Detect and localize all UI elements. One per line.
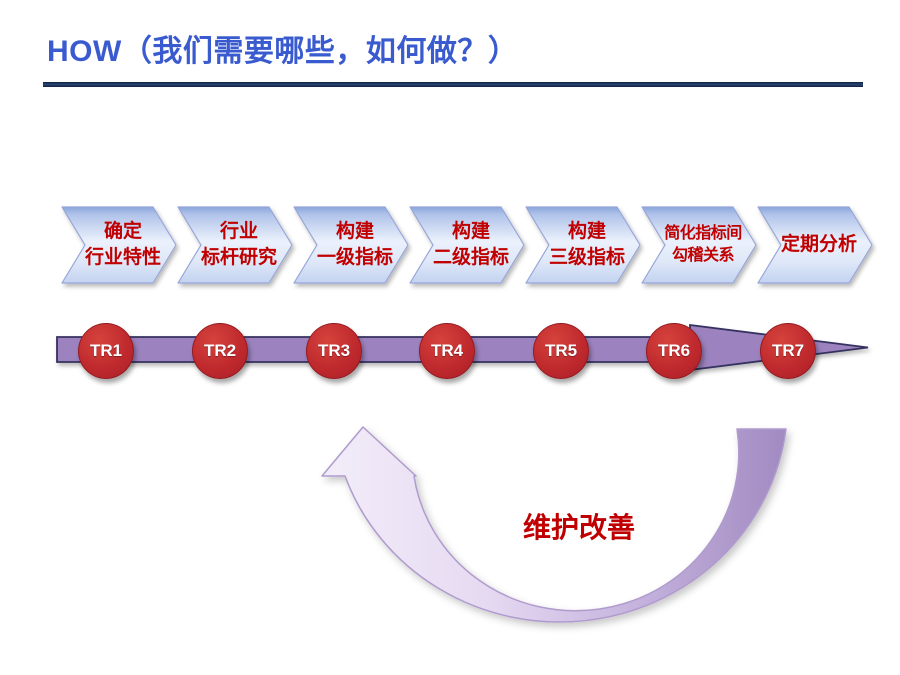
chevron-shape-2 [177, 206, 293, 284]
timeline-node-label: TR3 [317, 341, 351, 360]
chevron-shape-4 [409, 206, 525, 284]
step-text-line: 三级指标 [548, 247, 625, 268]
timeline-node-label: TR4 [430, 341, 464, 360]
timeline-node-label: TR6 [657, 341, 691, 360]
step-text-line: 简化指标间 [664, 225, 742, 243]
step-text-line: 二级指标 [432, 247, 509, 268]
step-text-line: 定期分析 [780, 234, 857, 256]
step-text-line: 一级指标 [316, 247, 393, 268]
chevron-shape-1 [61, 206, 177, 284]
timeline-node-label: TR5 [544, 341, 578, 360]
step-text-line: 行业 [219, 221, 258, 243]
chevron-row [61, 206, 873, 284]
process-step-label-1: 确定 行业特性 [62, 207, 176, 283]
chevron-shape-3 [293, 206, 409, 284]
step-text-line: 勾稽关系 [671, 247, 735, 264]
step-text-line: 构建 [335, 221, 374, 243]
step-text-line: 行业特性 [84, 247, 161, 268]
process-step-label-5: 构建 三级指标 [526, 207, 640, 283]
loop-arrow-label: 维护改善 [522, 512, 635, 543]
timeline-node-tr5: TR5 [533, 323, 589, 379]
timeline-node-tr2: TR2 [192, 323, 248, 379]
timeline-node-tr1: TR1 [78, 323, 134, 379]
step-text-line: 构建 [567, 221, 606, 243]
process-step-label-3: 构建 一级指标 [294, 207, 408, 283]
timeline-node-tr4: TR4 [419, 323, 475, 379]
timeline-node-label: TR7 [771, 341, 805, 360]
step-text-line: 构建 [451, 221, 490, 243]
slide-title: HOW（我们需要哪些，如何做？） [47, 35, 519, 68]
timeline-node-label: TR2 [203, 341, 237, 360]
process-step-label-2: 行业 标杆研究 [178, 207, 292, 283]
title-underline [43, 82, 863, 87]
process-step-label-7: 定期分析 [758, 207, 872, 283]
timeline-node-tr6: TR6 [646, 323, 702, 379]
timeline-node-tr7: TR7 [760, 323, 816, 379]
timeline-node-label: TR1 [89, 341, 123, 360]
chevron-shape-6 [641, 206, 757, 284]
chevron-shape-7 [757, 206, 873, 284]
step-text-line: 确定 [103, 221, 142, 243]
loop-arrow [321, 426, 787, 623]
chevron-shape-5 [525, 206, 641, 284]
timeline-node-tr3: TR3 [306, 323, 362, 379]
process-step-label-6: 简化指标间 勾稽关系 [642, 207, 756, 283]
process-step-label-4: 构建 二级指标 [410, 207, 524, 283]
step-text-line: 标杆研究 [200, 247, 277, 268]
